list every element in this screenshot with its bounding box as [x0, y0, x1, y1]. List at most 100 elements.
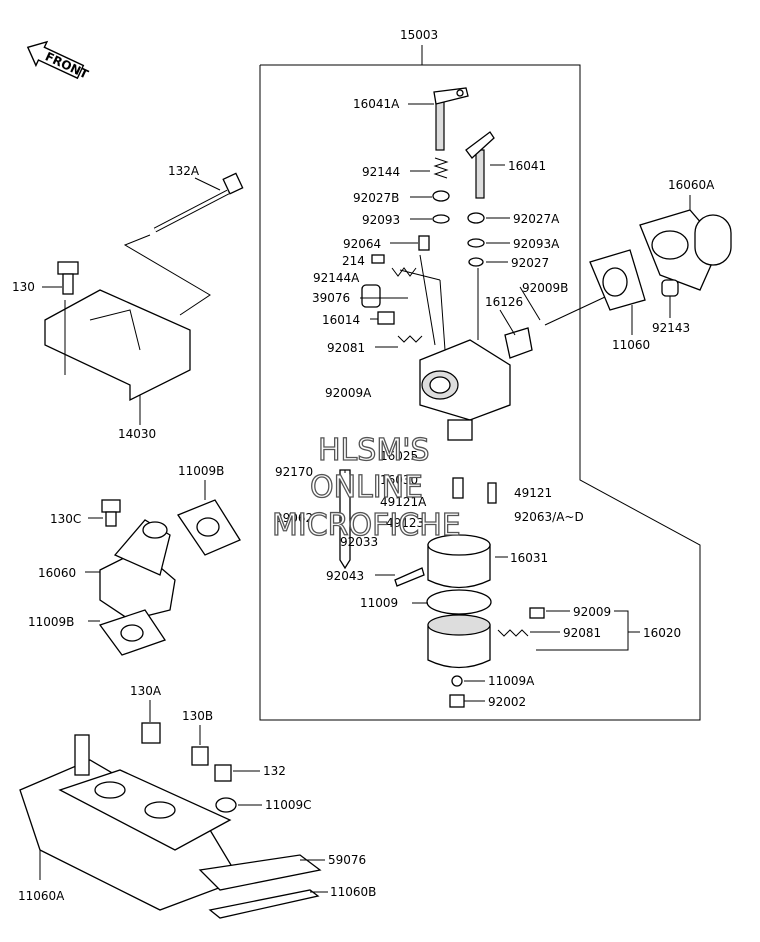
- callout-49121: 49121: [514, 486, 552, 500]
- callout-92027B: 92027B: [353, 191, 399, 205]
- seal-92027: [468, 257, 484, 267]
- leader-lines: [39, 103, 691, 893]
- callout-16041A: 16041A: [353, 97, 400, 111]
- jet-49121A: [452, 477, 464, 499]
- throttle-shaft-part: [433, 87, 469, 151]
- callout-11009: 11009: [360, 596, 398, 610]
- seal-92093: [432, 214, 450, 224]
- callout-92143: 92143: [652, 321, 690, 335]
- screw-16014: [377, 311, 395, 325]
- callout-39076: 39076: [312, 291, 350, 305]
- seal-92093A: [467, 238, 485, 248]
- callout-49123: 49123: [386, 516, 424, 530]
- spring-92144: [433, 157, 449, 179]
- callout-11009C: 11009C: [265, 798, 312, 812]
- callout-130: 130: [12, 280, 35, 294]
- cap-39076: [361, 284, 381, 308]
- callout-16060: 16060: [38, 566, 76, 580]
- callout-16126: 16126: [485, 295, 523, 309]
- callout-132: 132: [263, 764, 286, 778]
- callout-labels: 15003 16041A 16041 92144 92027B 92093 92…: [12, 28, 715, 903]
- callout-16031: 16031: [510, 551, 548, 565]
- callout-132A: 132A: [168, 164, 200, 178]
- callout-214: 214: [342, 254, 365, 268]
- callout-39062: 39062: [275, 511, 313, 525]
- screw-214: [371, 254, 385, 264]
- watermark-line-1: HLSM'S: [318, 433, 430, 468]
- callout-11009B-top: 11009B: [178, 464, 224, 478]
- callout-11060A: 11060A: [18, 889, 65, 903]
- callout-92009: 92009: [573, 605, 611, 619]
- carburetor-body-part: [419, 327, 533, 441]
- callout-92064: 92064: [343, 237, 381, 251]
- callout-16041: 16041: [508, 159, 546, 173]
- gasket-11060-part: [589, 249, 646, 311]
- callout-11009A: 11009A: [488, 674, 535, 688]
- seal-92027B: [432, 190, 450, 202]
- callout-92027A: 92027A: [513, 212, 560, 226]
- callout-130B: 130B: [182, 709, 213, 723]
- callout-92043: 92043: [326, 569, 364, 583]
- callout-49121A: 49121A: [380, 495, 427, 509]
- bolt-130C-part: [101, 499, 121, 527]
- callout-92081b: 92081: [563, 626, 601, 640]
- carburetor-group-frame: [259, 64, 701, 721]
- manifold-11060A-part: [19, 734, 241, 911]
- insulator-16060A-part: [639, 209, 732, 291]
- gasket-59076: [198, 854, 322, 891]
- pin-92043: [394, 567, 425, 587]
- callout-11009B-bottom: 11009B: [28, 615, 74, 629]
- callout-11060B: 11060B: [330, 885, 376, 899]
- spring-92081b: [497, 629, 529, 637]
- callout-11060: 11060: [612, 338, 650, 352]
- bolt-130B: [191, 746, 209, 766]
- heat-shield-14030-part: [44, 289, 191, 402]
- bolt-130-part: [57, 261, 79, 295]
- callout-59076: 59076: [328, 853, 366, 867]
- spring-92081: [397, 335, 423, 343]
- callout-92002: 92002: [488, 695, 526, 709]
- callout-92144A: 92144A: [313, 271, 360, 285]
- bolt-130A: [141, 722, 161, 744]
- callout-92081: 92081: [327, 341, 365, 355]
- washer-11009C: [215, 797, 237, 813]
- callout-16014: 16014: [322, 313, 360, 327]
- callout-92033: 92033: [340, 535, 378, 549]
- callout-92093A: 92093A: [513, 237, 560, 251]
- air-bowl-part: [427, 614, 491, 669]
- needle-39062: [339, 469, 351, 570]
- screw-92002: [449, 694, 465, 708]
- callout-15003: 15003: [400, 28, 438, 42]
- callout-16060A: 16060A: [668, 178, 715, 192]
- plug-92064: [418, 235, 430, 251]
- seal-92027A: [467, 212, 485, 224]
- front-arrow-icon: FRONT: [26, 40, 91, 82]
- gasket-11009: [426, 589, 492, 615]
- callout-92063: 92063/A~D: [514, 510, 584, 524]
- washer-11009A: [451, 675, 463, 687]
- callout-92009A: 92009A: [325, 386, 372, 400]
- bolt-132: [214, 764, 232, 782]
- gasket-11009B-top-part: [177, 499, 241, 556]
- callout-16030: 16030: [380, 473, 418, 487]
- spring-92144A: [391, 267, 417, 277]
- watermark: HLSM'S ONLINE MICROFICHE: [271, 432, 461, 543]
- callout-16025: 16025: [380, 449, 418, 463]
- gasket-11060B: [208, 889, 320, 919]
- callout-92170: 92170: [275, 465, 313, 479]
- collar-92143: [661, 279, 679, 297]
- callout-130A: 130A: [130, 684, 162, 698]
- bolt-132A-part: [153, 172, 244, 233]
- watermark-line-2: ONLINE: [310, 470, 423, 505]
- callout-130C: 130C: [50, 512, 81, 526]
- screw-92009: [529, 607, 545, 619]
- choke-shaft-part: [465, 131, 495, 199]
- float-bowl-part: [427, 534, 491, 589]
- callout-92144: 92144: [362, 165, 400, 179]
- callout-92027: 92027: [511, 256, 549, 270]
- callout-92009B: 92009B: [522, 281, 568, 295]
- callout-16020: 16020: [643, 626, 681, 640]
- callout-14030: 14030: [118, 427, 156, 441]
